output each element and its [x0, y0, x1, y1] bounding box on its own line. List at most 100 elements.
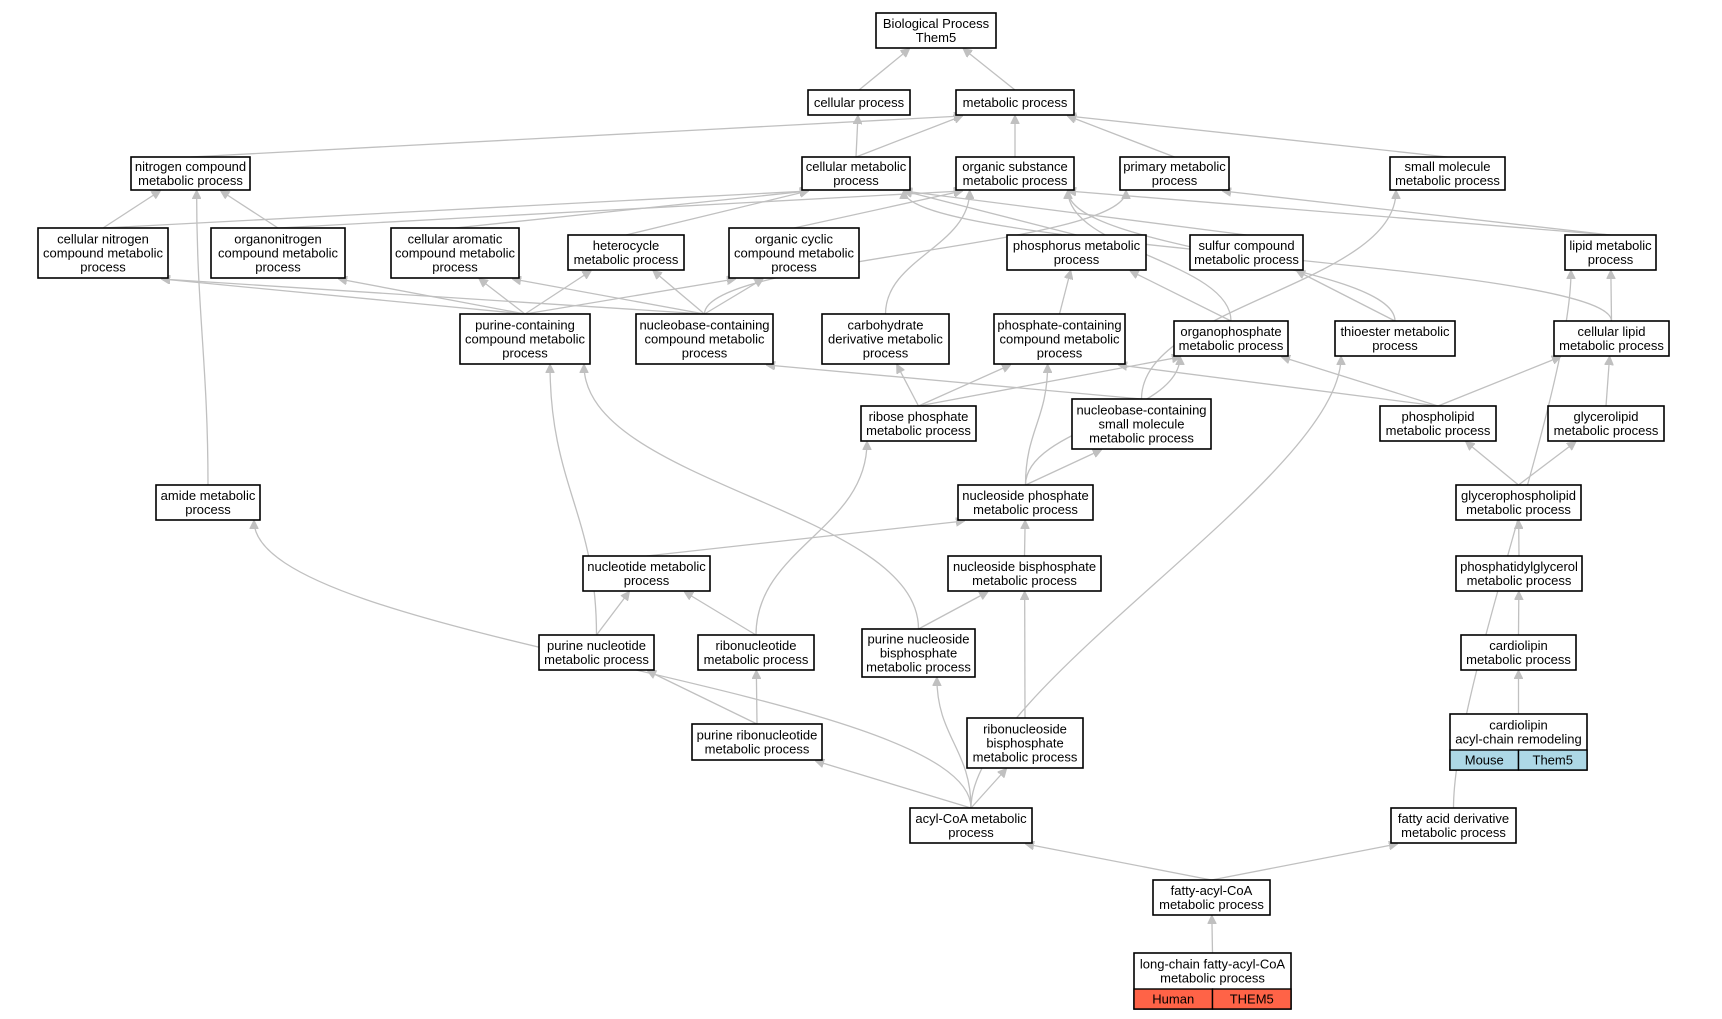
node-label-line: small molecule — [1099, 417, 1185, 432]
node-label-line: compound metabolic — [645, 332, 765, 347]
node-box — [130, 156, 251, 191]
node-label-line: organic substance — [962, 159, 1068, 174]
node-label-line: acyl-chain remodeling — [1455, 732, 1581, 747]
edge-cncmp-to-cmp — [102, 191, 808, 229]
node-label-line: bisphosphate — [880, 646, 957, 661]
node-label-line: metabolic process — [963, 95, 1068, 110]
node-box — [821, 313, 950, 365]
node-label-line: Biological Process — [883, 16, 990, 31]
node-label-line: nucleobase-containing — [1076, 403, 1206, 418]
node-label-line: ribose phosphate — [869, 409, 969, 424]
node-label-line: derivative metabolic — [828, 332, 943, 347]
node-label-line: metabolic process — [866, 423, 971, 438]
node-label-line: cellular aromatic — [408, 232, 503, 247]
node-label-line: metabolic process — [705, 742, 810, 757]
node-label-line: organophosphate — [1180, 324, 1281, 339]
node-label-line: metabolic process — [973, 750, 1078, 765]
edge-rpmp-to-phccmp — [918, 365, 1011, 407]
node-label-line: small molecule — [1405, 159, 1491, 174]
edge-facmp-to-fadmp — [1211, 844, 1398, 881]
node-label-line: metabolic process — [973, 502, 1078, 517]
node-label-line: phosphatidylglycerol — [1460, 559, 1578, 574]
node-label-line: metabolic process — [1466, 502, 1571, 517]
edge-lmp-to-osmp — [1068, 191, 1611, 236]
edge-nspmp-to-phccmp — [1024, 365, 1048, 486]
node-label-line: process — [1588, 252, 1634, 267]
node-box — [728, 227, 860, 279]
node-label-line: metabolic process — [1395, 173, 1500, 188]
node-box — [155, 484, 261, 521]
node-label-line: purine ribonucleotide — [697, 728, 818, 743]
node-label-line: cardiolipin — [1489, 638, 1548, 653]
node-box — [1119, 156, 1230, 191]
node-label-line: purine nucleotide — [547, 638, 646, 653]
annotation-cell — [1517, 749, 1588, 771]
edge-mp-to-bp — [964, 49, 1016, 91]
node-label-line: process — [185, 502, 231, 517]
node-label-line: organonitrogen — [234, 232, 321, 247]
node-label-line: glycerophospholipid — [1461, 488, 1576, 503]
node-label-line: metabolic process — [574, 252, 679, 267]
node-label-line: process — [682, 346, 728, 361]
node-label-line: compound metabolic — [218, 246, 338, 261]
edge-amp-to-ncmp — [197, 191, 209, 486]
edge-puntmp-to-pccmp — [550, 365, 598, 636]
node-label-line: compound metabolic — [465, 332, 585, 347]
node-label-line: metabolic process — [1179, 338, 1284, 353]
node-label-line: bisphosphate — [986, 736, 1063, 751]
node-box — [993, 313, 1126, 365]
edge-pccmp-to-occmp — [524, 279, 735, 315]
edge-pnsbpmp-to-nsbpmp — [918, 592, 988, 630]
node-label-line: metabolic process — [1466, 652, 1571, 667]
node-box — [1564, 234, 1657, 271]
node-box — [909, 807, 1033, 844]
node-box — [947, 555, 1102, 592]
node-box — [1173, 320, 1289, 357]
edge-rpmp-to-opmp — [918, 357, 1181, 407]
edge-occmp-to-osmp — [793, 191, 962, 229]
node-box — [459, 313, 591, 365]
node-box — [390, 227, 520, 279]
edge-phmp-to-cmp — [904, 191, 1077, 236]
edge-phccmp-to-phmp — [1058, 271, 1071, 315]
node-label-line: metabolic process — [544, 652, 649, 667]
node-label-line: organic cyclic — [755, 232, 834, 247]
node-label-line: metabolic process — [1401, 825, 1506, 840]
edge-lcfacmp-to-facmp — [1212, 916, 1213, 954]
node-label-line: process — [948, 825, 994, 840]
annotation-label: THEM5 — [1230, 992, 1274, 1007]
node-box — [801, 156, 911, 191]
node-box — [957, 484, 1094, 521]
node-label-line: primary metabolic — [1123, 159, 1226, 174]
edge-nbccmp-to-cacmp — [513, 279, 705, 315]
edge-hmp-to-cmp — [625, 191, 808, 236]
node-box — [1389, 156, 1506, 191]
node-cp: cellular process — [807, 89, 911, 116]
node-box — [1189, 234, 1304, 271]
node-label-line: fatty-acyl-CoA — [1171, 883, 1253, 898]
node-box — [210, 227, 346, 279]
node-box — [697, 634, 815, 671]
edge-scmp-to-cmp — [904, 191, 1247, 236]
edge-acmp-to-rnsbpmp — [970, 769, 1006, 809]
